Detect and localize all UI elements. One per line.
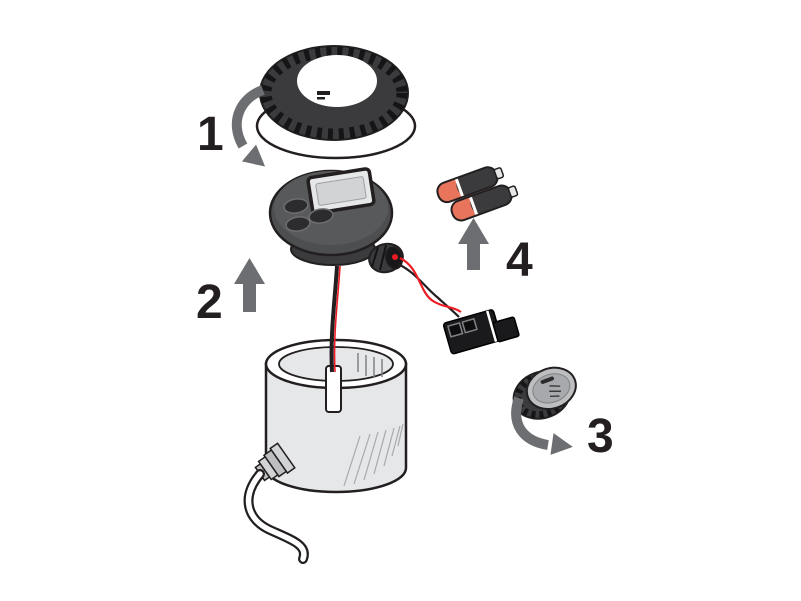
cable-gland bbox=[254, 442, 296, 482]
step-1-arrow bbox=[231, 85, 266, 167]
batteries bbox=[436, 166, 519, 222]
step-4-arrow bbox=[458, 218, 489, 270]
step-1-label: 1 bbox=[197, 108, 224, 161]
wire-bundle bbox=[329, 265, 341, 373]
timer-button-left bbox=[283, 198, 309, 214]
cap-top-disc bbox=[297, 55, 377, 107]
inner-tube bbox=[325, 365, 342, 413]
inner-ribs bbox=[357, 353, 383, 378]
sensor-cable bbox=[243, 469, 309, 564]
battery-1 bbox=[436, 166, 505, 204]
step-2-label: 2 bbox=[196, 276, 223, 329]
timer-cap bbox=[255, 45, 417, 160]
hatch-shading bbox=[343, 423, 404, 487]
timer-button-bottom bbox=[285, 216, 311, 232]
port-wire-tip bbox=[392, 254, 398, 260]
battery-2 bbox=[450, 184, 519, 222]
battery-cap-markings bbox=[549, 385, 561, 397]
battery-cap-slot bbox=[540, 376, 555, 384]
connector-socket-1 bbox=[447, 322, 464, 338]
timer-button-right bbox=[308, 208, 334, 224]
battery-cap bbox=[512, 366, 577, 420]
brand-mark bbox=[317, 91, 330, 100]
hose-port bbox=[368, 242, 404, 274]
connector-plug bbox=[442, 309, 520, 355]
connector-socket-2 bbox=[461, 317, 478, 334]
step-3-arrow bbox=[511, 396, 573, 455]
lcd-screen bbox=[306, 167, 376, 215]
connector-wires bbox=[397, 257, 462, 318]
step-2-arrow bbox=[234, 258, 265, 312]
cap-knurl-ring bbox=[260, 46, 408, 140]
step-3-label: 3 bbox=[587, 410, 614, 463]
step-4-label: 4 bbox=[506, 234, 533, 287]
timer-module bbox=[268, 167, 404, 274]
